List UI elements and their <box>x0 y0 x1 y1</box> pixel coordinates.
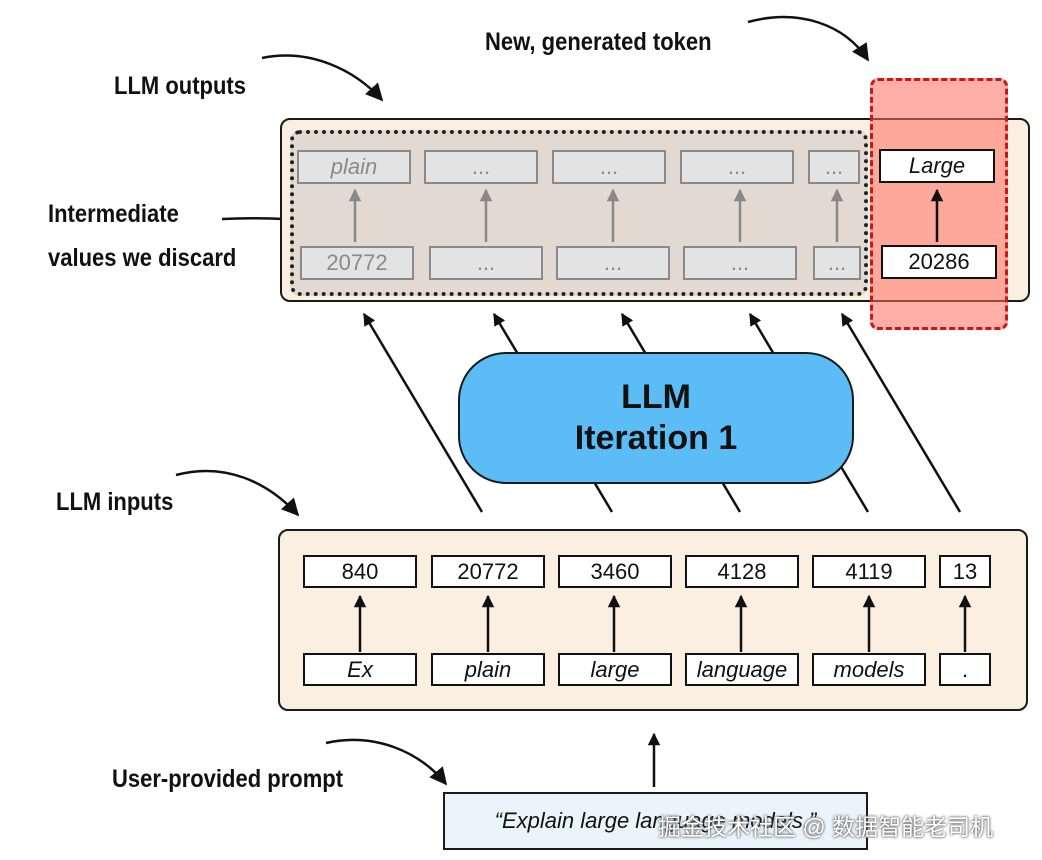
user-prompt-box: “Explain large language models.” <box>443 792 868 850</box>
input-token-id: 840 <box>303 555 417 588</box>
input-token-word: . <box>939 653 991 686</box>
annotation-arrow-llm-outputs <box>261 54 384 102</box>
input-token-id: 13 <box>939 555 991 588</box>
label-intermediate-line1: Intermediate <box>48 200 179 228</box>
discarded-output-word: plain <box>297 150 411 184</box>
input-token-word: language <box>685 653 799 686</box>
llm-block-title: LLM <box>621 377 691 416</box>
input-token-word: Ex <box>303 653 417 686</box>
input-token-id: 4128 <box>685 555 799 588</box>
new-token-word: Large <box>879 149 995 183</box>
discarded-output-word: ... <box>680 150 794 184</box>
input-token-id: 20772 <box>431 555 545 588</box>
llm-iteration-block: LLM Iteration 1 <box>458 352 854 484</box>
label-new-generated-token: New, generated token <box>485 28 712 56</box>
input-token-word: large <box>558 653 672 686</box>
diag-arrow-5 <box>840 312 962 513</box>
watermark-text: 掘金技术社区 @ 数据智能老司机 <box>658 814 994 840</box>
discarded-output-word: ... <box>808 150 860 184</box>
input-token-word: plain <box>431 653 545 686</box>
label-user-provided-prompt: User-provided prompt <box>112 765 344 793</box>
discarded-output-id: ... <box>813 246 861 280</box>
discarded-output-word: ... <box>552 150 666 184</box>
input-token-id: 4119 <box>812 555 926 588</box>
discarded-output-word: ... <box>424 150 538 184</box>
label-llm-outputs: LLM outputs <box>114 72 246 100</box>
discarded-output-id: 20772 <box>300 246 414 280</box>
annotation-arrow-llm-inputs <box>175 469 300 517</box>
input-token-word: models <box>812 653 926 686</box>
annotation-arrow-new-token <box>747 15 870 62</box>
discarded-output-id: ... <box>556 246 670 280</box>
label-intermediate-line2: values we discard <box>48 244 237 272</box>
diag-arrow-1 <box>362 312 484 513</box>
input-token-id: 3460 <box>558 555 672 588</box>
label-llm-inputs: LLM inputs <box>56 488 174 516</box>
new-token-id: 20286 <box>881 245 997 279</box>
discarded-output-id: ... <box>429 246 543 280</box>
new-token-highlight <box>870 78 1008 330</box>
annotation-arrow-user-prompt <box>325 738 448 786</box>
discarded-output-id: ... <box>683 246 797 280</box>
llm-block-subtitle: Iteration 1 <box>574 419 738 457</box>
